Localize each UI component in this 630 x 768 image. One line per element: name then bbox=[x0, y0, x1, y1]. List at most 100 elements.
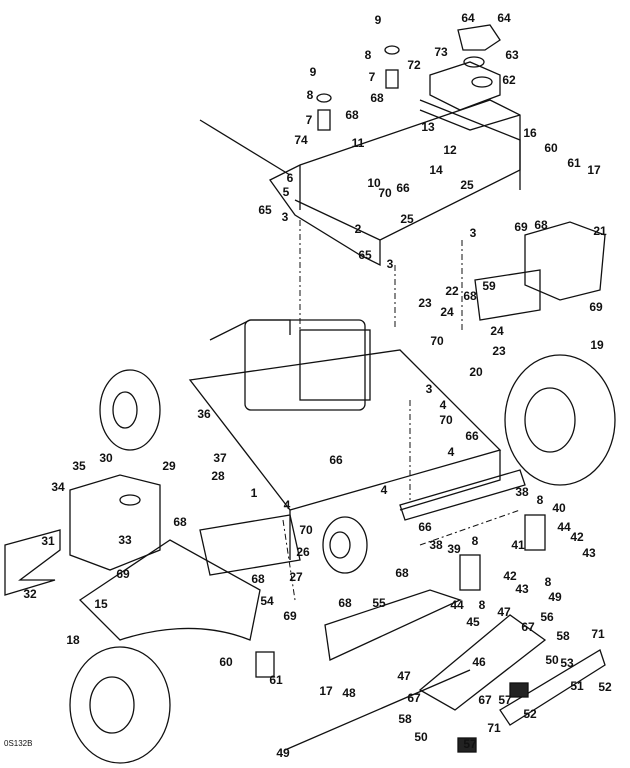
callout-part-51: 51 bbox=[570, 679, 584, 693]
hydraulic-motor bbox=[322, 516, 368, 574]
callout-part-18: 18 bbox=[66, 633, 80, 647]
callout-part-62: 62 bbox=[502, 73, 516, 87]
callout-part-66: 66 bbox=[329, 453, 343, 467]
callout-part-29: 29 bbox=[162, 459, 176, 473]
callout-part-7: 7 bbox=[368, 70, 376, 84]
callout-part-36: 36 bbox=[197, 407, 211, 421]
callout-part-25: 25 bbox=[460, 178, 474, 192]
callout-part-5: 5 bbox=[282, 185, 290, 199]
callout-part-58: 58 bbox=[556, 629, 570, 643]
callout-part-31: 31 bbox=[41, 534, 55, 548]
callout-part-54: 54 bbox=[260, 594, 274, 608]
callout-part-9: 9 bbox=[309, 65, 317, 79]
callout-part-68: 68 bbox=[534, 218, 548, 232]
callout-part-68: 68 bbox=[395, 566, 409, 580]
callout-part-33: 33 bbox=[118, 533, 132, 547]
fender bbox=[78, 514, 301, 641]
callout-part-50: 50 bbox=[545, 653, 559, 667]
callout-part-70: 70 bbox=[299, 523, 313, 537]
callout-part-60: 60 bbox=[219, 655, 233, 669]
callout-part-20: 20 bbox=[469, 365, 483, 379]
callout-part-3: 3 bbox=[425, 382, 433, 396]
callout-part-66: 66 bbox=[418, 520, 432, 534]
callout-part-8: 8 bbox=[478, 598, 486, 612]
callout-part-68: 68 bbox=[338, 596, 352, 610]
callout-part-17: 17 bbox=[587, 163, 601, 177]
callout-part-49: 49 bbox=[276, 746, 290, 760]
callout-part-3: 3 bbox=[386, 257, 394, 271]
callout-part-43: 43 bbox=[515, 582, 529, 596]
callout-part-4: 4 bbox=[380, 483, 388, 497]
callout-part-8: 8 bbox=[306, 88, 314, 102]
callout-part-74: 74 bbox=[294, 133, 308, 147]
callout-part-26: 26 bbox=[296, 545, 310, 559]
callout-part-68: 68 bbox=[463, 289, 477, 303]
callout-part-1: 1 bbox=[250, 486, 258, 500]
callout-part-4: 4 bbox=[439, 398, 447, 412]
callout-part-30: 30 bbox=[99, 451, 113, 465]
callout-part-53: 53 bbox=[560, 656, 574, 670]
callout-part-70: 70 bbox=[439, 413, 453, 427]
callout-part-61: 61 bbox=[567, 156, 581, 170]
callout-part-52: 52 bbox=[523, 707, 537, 721]
springs bbox=[316, 45, 400, 131]
dash-lines bbox=[282, 220, 521, 601]
callout-part-66: 66 bbox=[465, 429, 479, 443]
callout-part-68: 68 bbox=[345, 108, 359, 122]
callout-part-9: 9 bbox=[374, 13, 382, 27]
callout-part-44: 44 bbox=[557, 520, 571, 534]
callout-part-15: 15 bbox=[94, 597, 108, 611]
callout-part-52: 52 bbox=[598, 680, 612, 694]
callout-part-70: 70 bbox=[378, 186, 392, 200]
callout-part-41: 41 bbox=[511, 538, 525, 552]
callout-part-64: 64 bbox=[497, 11, 511, 25]
callout-part-13: 13 bbox=[421, 120, 435, 134]
callout-part-39: 39 bbox=[447, 542, 461, 556]
callout-part-6: 6 bbox=[286, 171, 294, 185]
callout-part-65: 65 bbox=[258, 203, 272, 217]
caster-wheel bbox=[99, 369, 161, 451]
callout-part-66: 66 bbox=[396, 181, 410, 195]
callout-part-68: 68 bbox=[370, 91, 384, 105]
callout-part-28: 28 bbox=[211, 469, 225, 483]
callout-part-8: 8 bbox=[544, 575, 552, 589]
callout-part-68: 68 bbox=[173, 515, 187, 529]
callout-part-16: 16 bbox=[523, 126, 537, 140]
callout-part-17: 17 bbox=[319, 684, 333, 698]
callout-part-8: 8 bbox=[364, 48, 372, 62]
callout-part-37: 37 bbox=[213, 451, 227, 465]
callout-part-67: 67 bbox=[478, 693, 492, 707]
callout-part-38: 38 bbox=[429, 538, 443, 552]
callout-part-27: 27 bbox=[289, 570, 303, 584]
console-box bbox=[429, 24, 501, 111]
callout-part-70: 70 bbox=[430, 334, 444, 348]
callout-part-67: 67 bbox=[521, 620, 535, 634]
callout-part-8: 8 bbox=[536, 493, 544, 507]
callout-part-19: 19 bbox=[590, 338, 604, 352]
callout-part-72: 72 bbox=[407, 58, 421, 72]
callout-part-4: 4 bbox=[447, 445, 455, 459]
callout-part-69: 69 bbox=[514, 220, 528, 234]
callout-part-25: 25 bbox=[400, 212, 414, 226]
callout-part-65: 65 bbox=[358, 248, 372, 262]
callout-part-55: 55 bbox=[372, 596, 386, 610]
callout-part-11: 11 bbox=[351, 136, 365, 150]
callout-part-56: 56 bbox=[540, 610, 554, 624]
rear-wheel-right bbox=[504, 354, 616, 486]
callout-part-73: 73 bbox=[434, 45, 448, 59]
fuel-tank bbox=[4, 474, 161, 596]
callout-part-57: 57 bbox=[463, 737, 477, 751]
callout-part-3: 3 bbox=[281, 210, 289, 224]
callout-part-32: 32 bbox=[23, 587, 37, 601]
callout-part-42: 42 bbox=[570, 530, 584, 544]
callout-part-44: 44 bbox=[450, 598, 464, 612]
battery-box bbox=[474, 221, 606, 321]
callout-part-35: 35 bbox=[72, 459, 86, 473]
callout-part-21: 21 bbox=[593, 224, 607, 238]
engine bbox=[209, 319, 371, 411]
callout-part-46: 46 bbox=[472, 655, 486, 669]
callout-part-63: 63 bbox=[505, 48, 519, 62]
callout-part-69: 69 bbox=[116, 567, 130, 581]
callout-part-49: 49 bbox=[548, 590, 562, 604]
callout-part-24: 24 bbox=[490, 324, 504, 338]
